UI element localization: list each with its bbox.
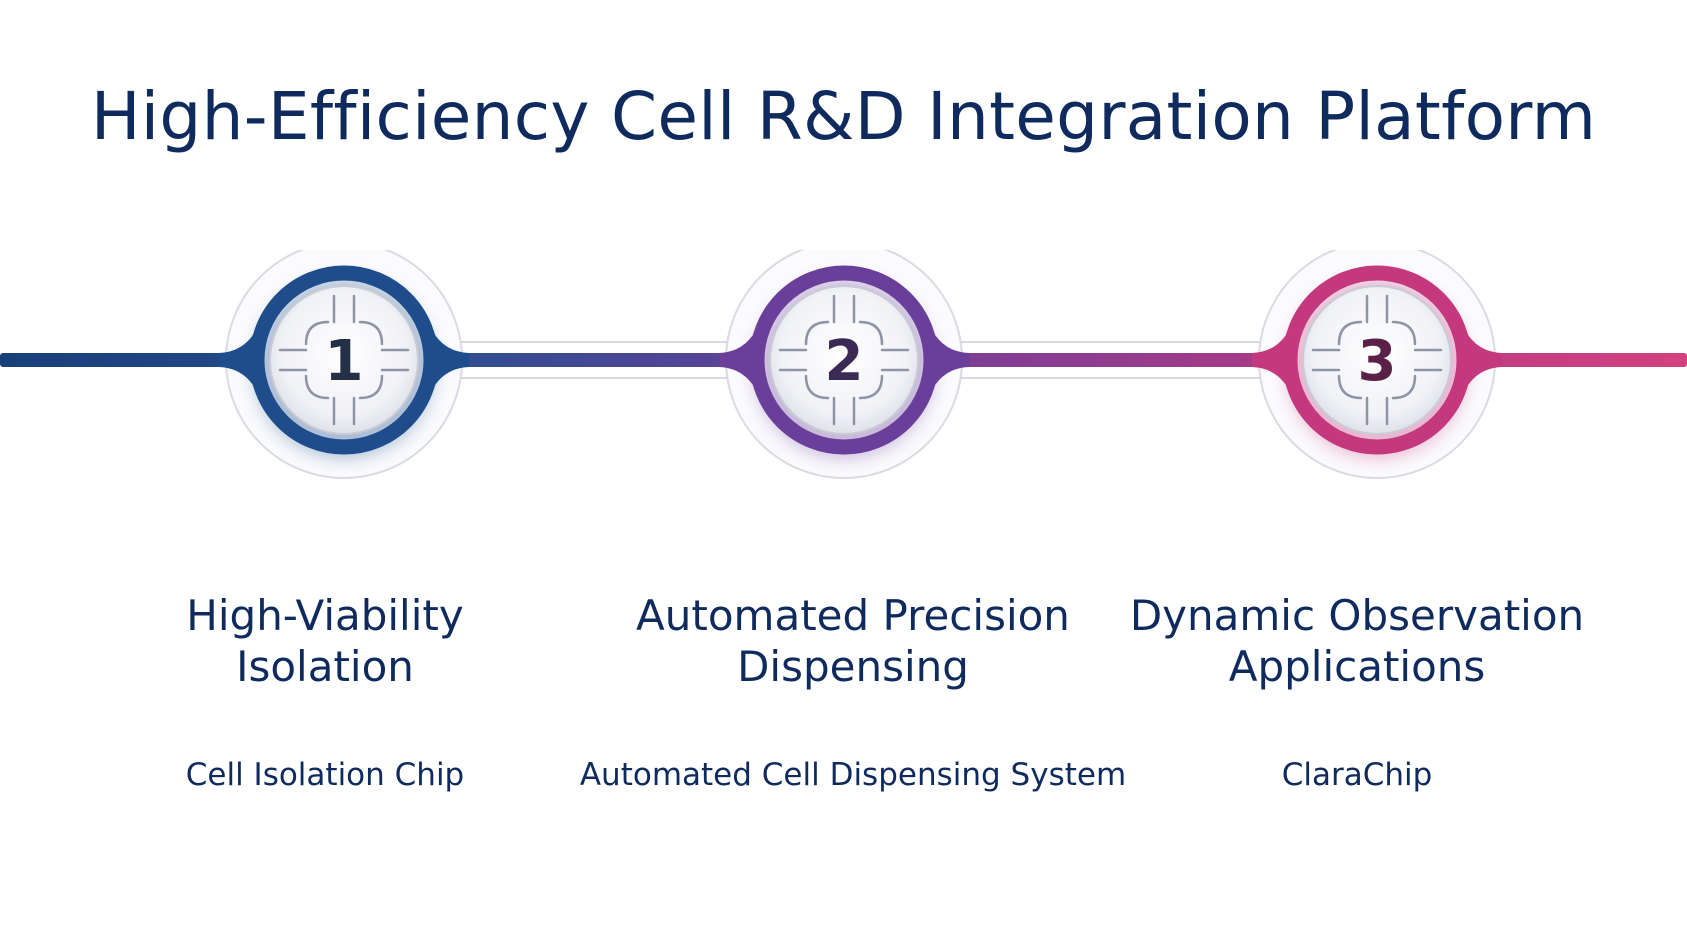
step-2-flare-left — [719, 330, 756, 390]
step-1-node: 1 — [219, 250, 469, 479]
step-1-title-line-1: High-Viability — [186, 591, 464, 640]
step-1-ring — [249, 265, 439, 455]
step-3-title: Dynamic Observation Applications — [1107, 590, 1607, 692]
step-3-disk — [1302, 285, 1452, 435]
step-3-flare-left — [1252, 330, 1289, 390]
chip-icon — [778, 294, 910, 426]
step-3-node: 3 — [1252, 250, 1502, 479]
chip-icon — [278, 294, 410, 426]
step-2-title-line-1: Automated Precision — [636, 591, 1070, 640]
step-1-number: 1 — [325, 329, 364, 394]
step-1-title: High-Viability Isolation — [75, 590, 575, 692]
step-3-number: 3 — [1358, 329, 1397, 394]
timeline-channel — [430, 341, 1270, 379]
step-3-title-line-1: Dynamic Observation — [1129, 591, 1585, 640]
step-1-disk — [269, 285, 419, 435]
step-1-title-line-2: Isolation — [236, 642, 414, 691]
step-2-disk — [769, 285, 919, 435]
page-title: High-Efficiency Cell R&D Integration Pla… — [90, 78, 1597, 155]
step-2-number: 2 — [825, 329, 864, 394]
step-1-flare-left — [219, 330, 256, 390]
step-2-title-line-2: Dispensing — [737, 642, 969, 691]
step-3-title-line-2: Applications — [1228, 642, 1486, 691]
process-timeline: 1 2 3 — [0, 250, 1687, 479]
step-1-subtitle: Cell Isolation Chip — [185, 757, 465, 793]
step-3-ring — [1282, 265, 1472, 455]
step-2-flare-right — [932, 330, 969, 390]
step-2-node: 2 — [719, 250, 969, 479]
chip-icon — [1311, 294, 1443, 426]
step-3-flare-right — [1465, 330, 1502, 390]
step-1-flare-right — [432, 330, 469, 390]
step-2-ring — [749, 265, 939, 455]
step-3-subtitle: ClaraChip — [1281, 757, 1433, 793]
step-2-subtitle: Automated Cell Dispensing System — [579, 757, 1127, 793]
step-2-title: Automated Precision Dispensing — [603, 590, 1103, 692]
